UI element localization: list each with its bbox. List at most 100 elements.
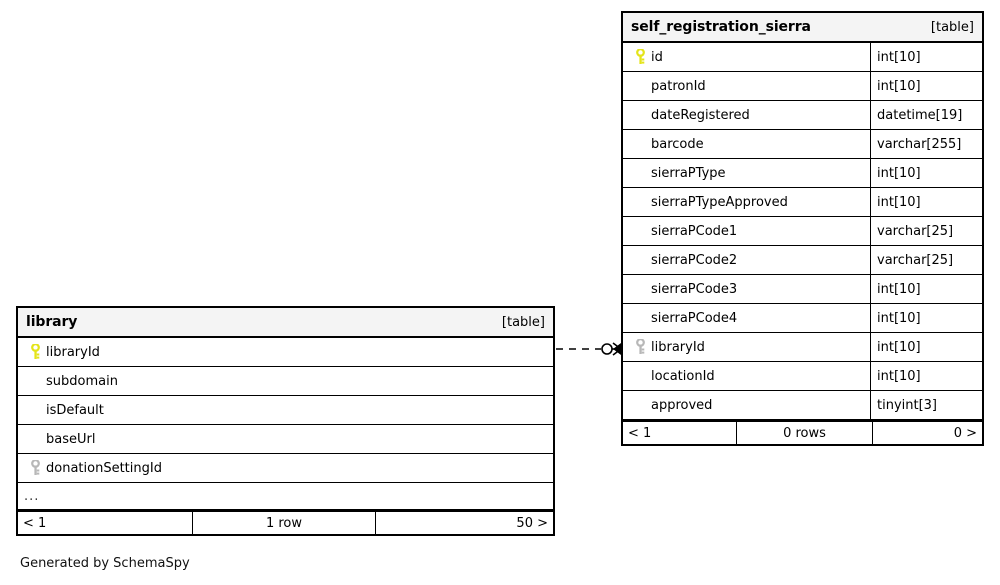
table-row[interactable]: patronId int[10]	[623, 72, 982, 101]
table-kind-label: [table]	[930, 19, 974, 35]
column-type: int[10]	[877, 78, 921, 94]
row-count-label: 1 row	[192, 512, 375, 534]
column-name-cell: isDefault	[18, 396, 553, 424]
table-row[interactable]: isDefault	[18, 396, 553, 425]
table-row[interactable]: subdomain	[18, 367, 553, 396]
row-count-text: 1 row	[265, 515, 303, 531]
column-name-cell: approved	[623, 391, 870, 419]
table-header-library: library [table]	[18, 308, 553, 338]
column-type-cell: datetime[19]	[870, 101, 982, 129]
table-footer-self-registration-sierra: < 1 0 rows 0 >	[623, 420, 982, 444]
column-type-cell: int[10]	[870, 188, 982, 216]
relationship-connector-library-self-registration-sierra[interactable]	[552, 334, 624, 364]
generator-text: Generated by SchemaSpy	[20, 556, 190, 571]
table-row[interactable]: sierraPCode4 int[10]	[623, 304, 982, 333]
column-name: sierraPCode4	[651, 310, 738, 326]
column-type-cell: int[10]	[870, 72, 982, 100]
column-type-cell: int[10]	[870, 275, 982, 303]
table-row[interactable]: sierraPType int[10]	[623, 159, 982, 188]
column-name-cell: barcode	[623, 130, 870, 158]
generated-by-label: Generated by SchemaSpy	[20, 556, 190, 571]
column-name: libraryId	[46, 344, 100, 360]
column-name-cell: sierraPType	[623, 159, 870, 187]
column-name-cell: libraryId	[18, 338, 553, 366]
column-type-cell: int[10]	[870, 333, 982, 361]
column-type: int[10]	[877, 49, 921, 65]
next-page-label: 50 >	[516, 515, 548, 531]
ellipsis-label: ...	[24, 488, 40, 504]
table-row[interactable]: sierraPCode2 varchar[25]	[623, 246, 982, 275]
next-page-button[interactable]: 50 >	[375, 512, 553, 534]
column-name: id	[651, 49, 663, 65]
table-row[interactable]: sierraPCode3 int[10]	[623, 275, 982, 304]
column-type: varchar[25]	[877, 252, 954, 268]
next-page-button[interactable]: 0 >	[872, 422, 982, 444]
table-kind-label: [table]	[501, 314, 545, 330]
column-name: patronId	[651, 78, 706, 94]
er-table-library[interactable]: library [table] libraryId	[16, 306, 555, 536]
table-row[interactable]: dateRegistered datetime[19]	[623, 101, 982, 130]
column-type: int[10]	[877, 310, 921, 326]
column-name: sierraPCode2	[651, 252, 738, 268]
column-type-cell: int[10]	[870, 159, 982, 187]
table-row[interactable]: sierraPCode1 varchar[25]	[623, 217, 982, 246]
column-name-cell: sierraPCode3	[623, 275, 870, 303]
column-name: donationSettingId	[46, 460, 162, 476]
column-type: int[10]	[877, 339, 921, 355]
next-page-label: 0 >	[953, 425, 977, 441]
column-name-cell: sierraPCode2	[623, 246, 870, 274]
prev-page-label: < 1	[628, 425, 652, 441]
row-count-label: 0 rows	[736, 422, 872, 444]
column-type: int[10]	[877, 165, 921, 181]
column-type: int[10]	[877, 368, 921, 384]
column-name-cell: patronId	[623, 72, 870, 100]
foreign-key-icon	[629, 339, 651, 355]
column-type-cell: tinyint[3]	[870, 391, 982, 419]
table-title: library	[26, 314, 78, 330]
column-name-cell: id	[623, 43, 870, 71]
table-row[interactable]: barcode varchar[255]	[623, 130, 982, 159]
column-name: subdomain	[46, 373, 118, 389]
column-type: tinyint[3]	[877, 397, 938, 413]
row-count-text: 0 rows	[783, 425, 826, 441]
table-row[interactable]: libraryId int[10]	[623, 333, 982, 362]
table-row[interactable]: locationId int[10]	[623, 362, 982, 391]
column-name: sierraPCode3	[651, 281, 738, 297]
column-type-cell: int[10]	[870, 43, 982, 71]
prev-page-label: < 1	[23, 515, 47, 531]
prev-page-button[interactable]: < 1	[623, 422, 736, 444]
column-name: isDefault	[46, 402, 104, 418]
table-title: self_registration_sierra	[631, 19, 811, 35]
column-type-cell: varchar[25]	[870, 246, 982, 274]
table-row[interactable]: sierraPTypeApproved int[10]	[623, 188, 982, 217]
table-row[interactable]: libraryId	[18, 338, 553, 367]
foreign-key-icon	[24, 460, 46, 476]
table-row[interactable]: baseUrl	[18, 425, 553, 454]
column-type-cell: int[10]	[870, 362, 982, 390]
column-name-cell: subdomain	[18, 367, 553, 395]
column-name: locationId	[651, 368, 715, 384]
primary-key-icon	[629, 49, 651, 65]
primary-key-icon	[24, 344, 46, 360]
table-row[interactable]: id int[10]	[623, 43, 982, 72]
column-name-cell: sierraPTypeApproved	[623, 188, 870, 216]
column-name: dateRegistered	[651, 107, 750, 123]
more-columns-indicator: ...	[18, 483, 553, 510]
column-name: baseUrl	[46, 431, 96, 447]
column-name-cell: sierraPCode1	[623, 217, 870, 245]
column-name-cell: libraryId	[623, 333, 870, 361]
column-type: varchar[25]	[877, 223, 954, 239]
prev-page-button[interactable]: < 1	[18, 512, 192, 534]
column-type-cell: varchar[25]	[870, 217, 982, 245]
table-footer-library: < 1 1 row 50 >	[18, 510, 553, 534]
column-name: barcode	[651, 136, 704, 152]
column-name-cell: dateRegistered	[623, 101, 870, 129]
er-table-self-registration-sierra[interactable]: self_registration_sierra [table] id int[…	[621, 11, 984, 446]
column-name-cell: baseUrl	[18, 425, 553, 453]
column-type: varchar[255]	[877, 136, 962, 152]
table-row[interactable]: donationSettingId	[18, 454, 553, 483]
table-row[interactable]: approved tinyint[3]	[623, 391, 982, 420]
column-type: int[10]	[877, 194, 921, 210]
column-type: datetime[19]	[877, 107, 963, 123]
